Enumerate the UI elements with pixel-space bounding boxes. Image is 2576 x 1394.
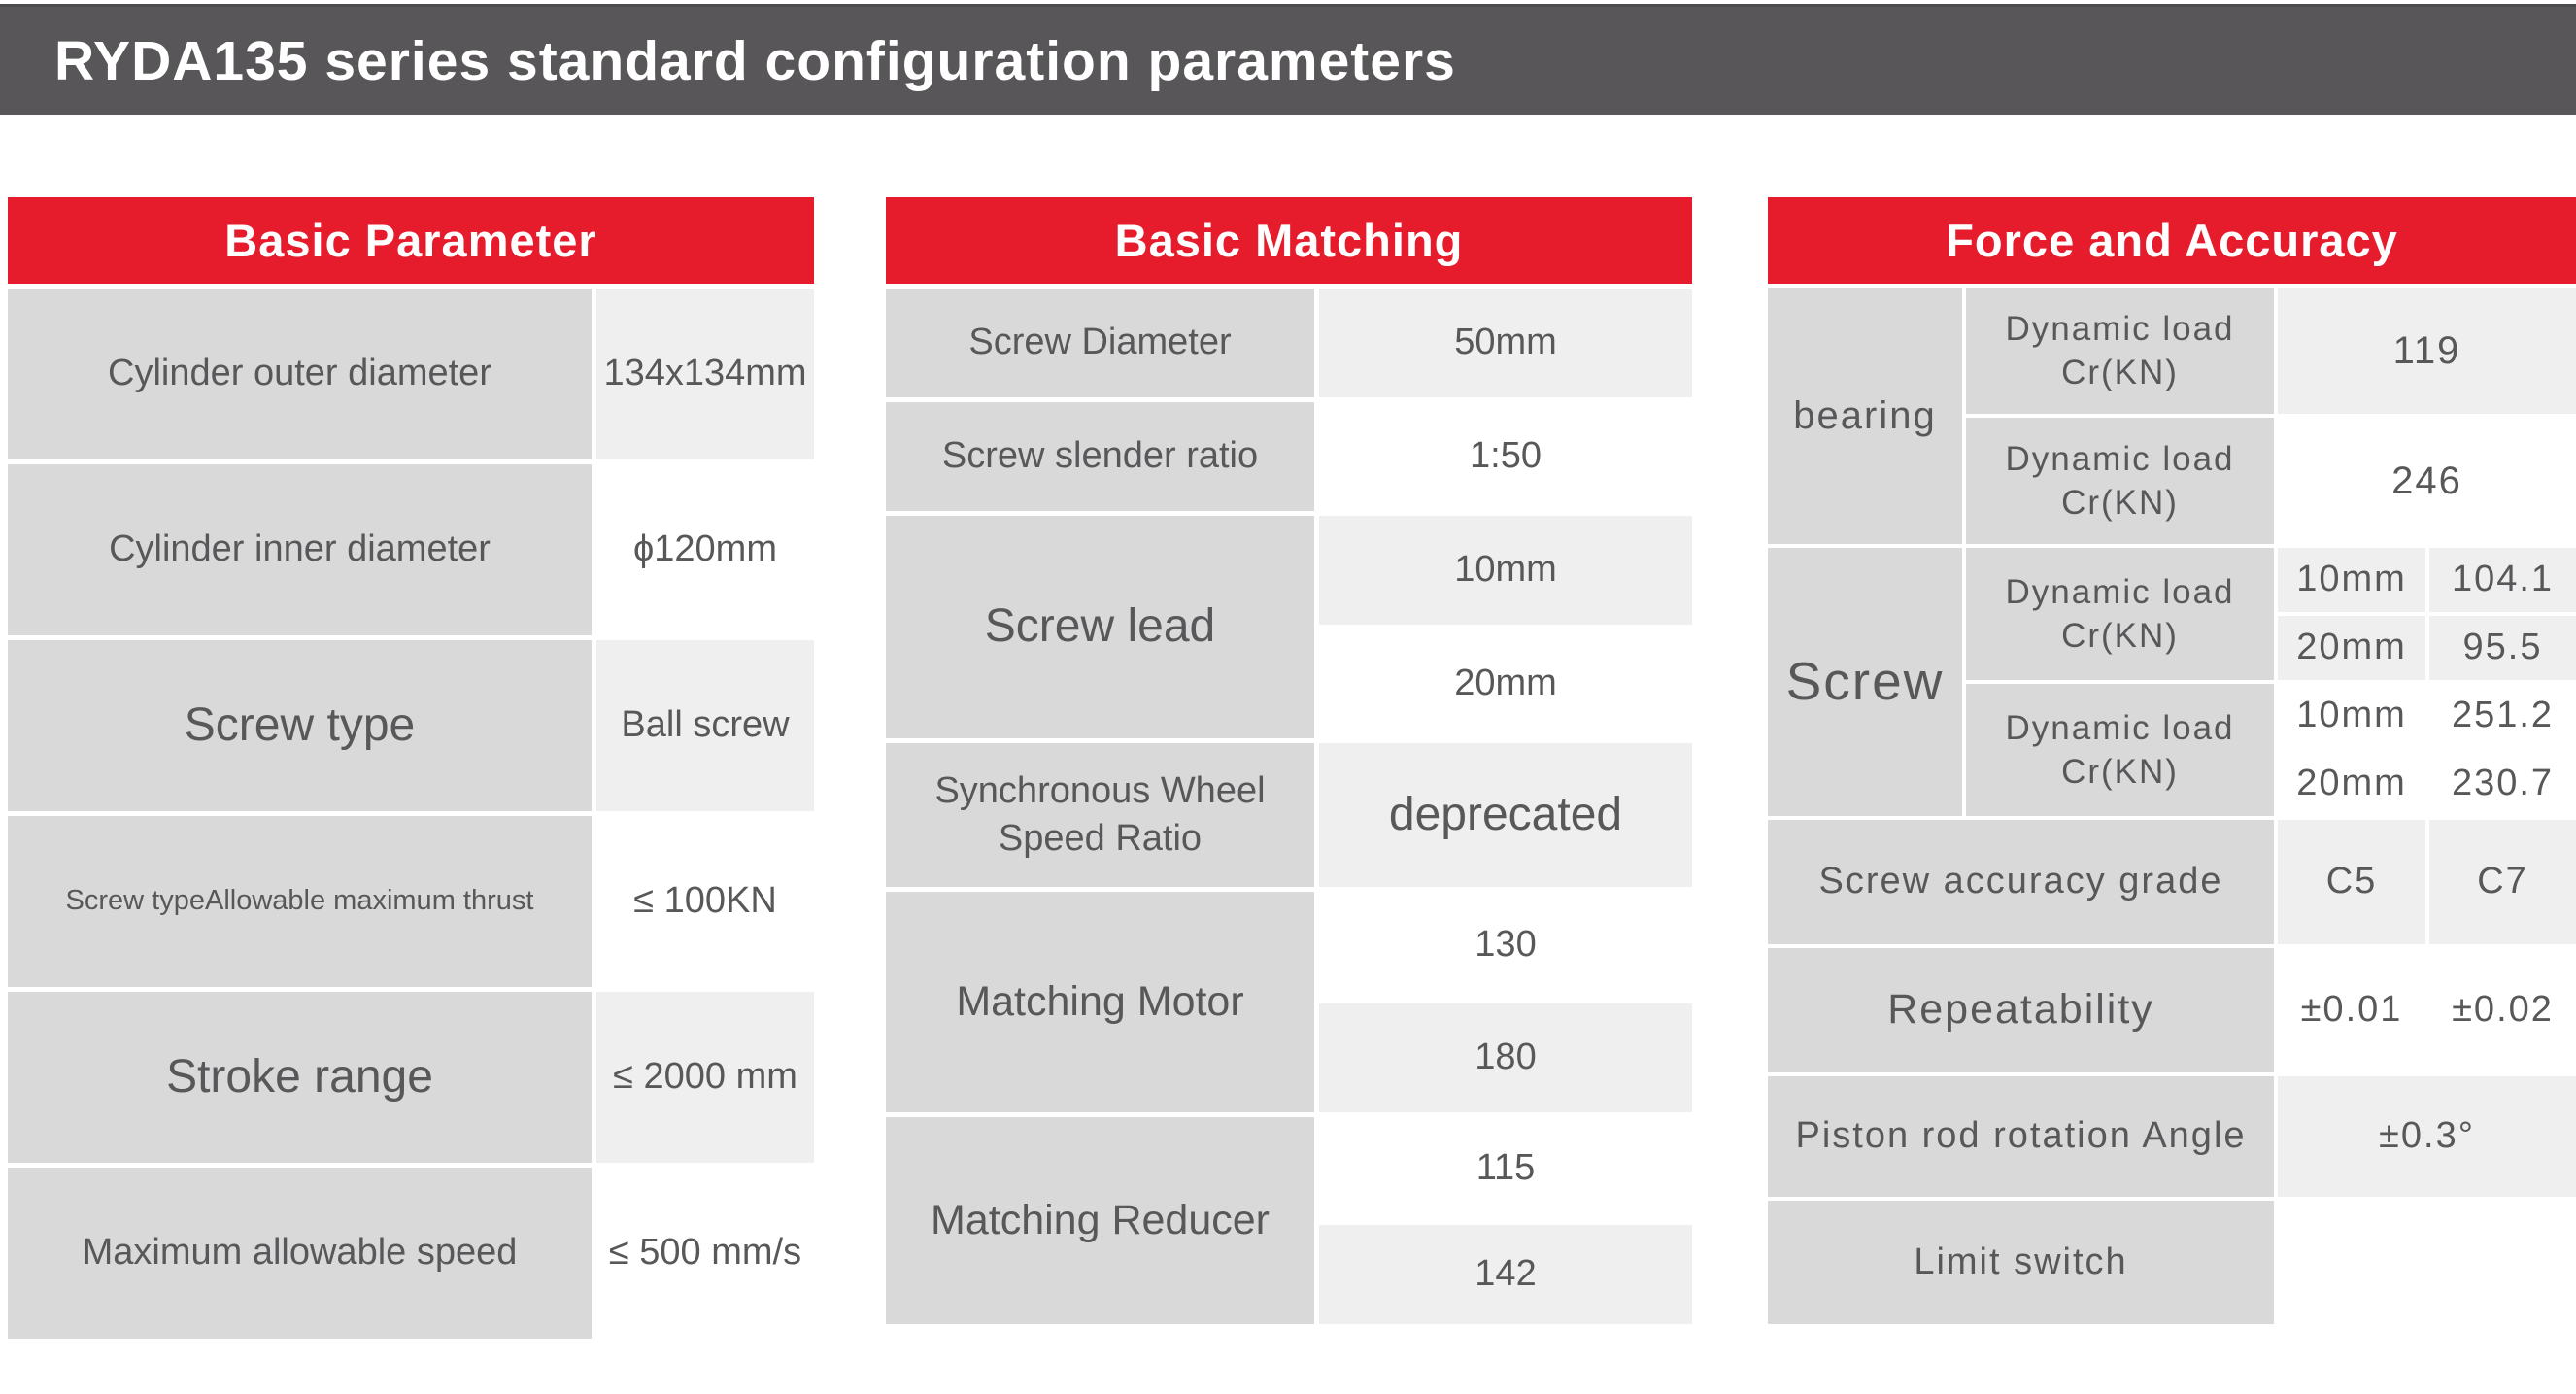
cylinder-inner-diameter-value: ϕ120mm <box>596 464 814 635</box>
screw-type-value: Ball screw <box>596 640 814 811</box>
synchronous-wheel-speed-ratio-value: deprecated <box>1319 743 1692 887</box>
screw-group-label: Screw <box>1768 548 1962 816</box>
screw-lead-10mm-label-2: 10mm <box>2278 684 2425 748</box>
limit-switch-value <box>2278 1201 2576 1324</box>
basic-matching-header: Basic Matching <box>886 197 1692 284</box>
bearing-dynamic-load-label-1: Dynamic load Cr(KN) <box>1966 288 2274 414</box>
matching-reducer-label: Matching Reducer <box>886 1117 1314 1324</box>
synchronous-wheel-speed-ratio-label: Synchronous Wheel Speed Ratio <box>886 743 1314 887</box>
allowable-maximum-thrust-value: ≤ 100KN <box>596 816 814 987</box>
screw-lead-value-10mm: 10mm <box>1319 516 1692 625</box>
screw-diameter-label: Screw Diameter <box>886 289 1314 397</box>
stroke-range-value: ≤ 2000 mm <box>596 992 814 1163</box>
matching-reducer-value-142: 142 <box>1319 1225 1692 1324</box>
maximum-allowable-speed-value: ≤ 500 mm/s <box>596 1168 814 1339</box>
cylinder-outer-diameter-label: Cylinder outer diameter <box>8 289 592 459</box>
screw-dynamic-load-95-5: 95.5 <box>2429 616 2576 680</box>
title-bar: RYDA135 series standard configuration pa… <box>0 4 2576 115</box>
screw-type-label: Screw type <box>8 640 592 811</box>
repeatability-value-c7: ±0.02 <box>2429 948 2576 1072</box>
screw-dynamic-load-label-2: Dynamic load Cr(KN) <box>1966 684 2274 816</box>
screw-lead-value-20mm: 20mm <box>1319 629 1692 738</box>
bearing-dynamic-load-value-2: 246 <box>2278 418 2576 544</box>
screw-dynamic-load-104-1: 104.1 <box>2429 548 2576 612</box>
piston-rod-rotation-angle-label: Piston rod rotation Angle <box>1768 1076 2274 1197</box>
screw-dynamic-load-label-1: Dynamic load Cr(KN) <box>1966 548 2274 680</box>
bearing-label: bearing <box>1768 288 1962 544</box>
screw-lead-label: Screw lead <box>886 516 1314 738</box>
screw-diameter-value: 50mm <box>1319 289 1692 397</box>
screw-accuracy-grade-c7: C7 <box>2429 820 2576 944</box>
cylinder-inner-diameter-label: Cylinder inner diameter <box>8 464 592 635</box>
piston-rod-rotation-angle-value: ±0.3° <box>2278 1076 2576 1197</box>
screw-dynamic-load-230-7: 230.7 <box>2429 752 2576 816</box>
screw-lead-10mm-label-1: 10mm <box>2278 548 2425 612</box>
screw-lead-20mm-label-2: 20mm <box>2278 752 2425 816</box>
matching-reducer-value-115: 115 <box>1319 1117 1692 1220</box>
screw-slender-ratio-label: Screw slender ratio <box>886 402 1314 511</box>
allowable-maximum-thrust-label: Screw typeAllowable maximum thrust <box>8 816 592 987</box>
screw-dynamic-load-251-2: 251.2 <box>2429 684 2576 748</box>
stroke-range-label: Stroke range <box>8 992 592 1163</box>
bearing-dynamic-load-value-1: 119 <box>2278 288 2576 414</box>
bearing-dynamic-load-label-2: Dynamic load Cr(KN) <box>1966 418 2274 544</box>
basic-parameter-table: Basic Parameter Cylinder outer diameter … <box>8 197 814 1339</box>
maximum-allowable-speed-label: Maximum allowable speed <box>8 1168 592 1339</box>
force-and-accuracy-table: Force and Accuracy bearing Dynamic load … <box>1768 197 2576 1324</box>
repeatability-label: Repeatability <box>1768 948 2274 1072</box>
matching-motor-label: Matching Motor <box>886 892 1314 1112</box>
screw-accuracy-grade-c5: C5 <box>2278 820 2425 944</box>
screw-slender-ratio-value: 1:50 <box>1319 402 1692 511</box>
page-title: RYDA135 series standard configuration pa… <box>54 29 1456 92</box>
screw-lead-20mm-label-1: 20mm <box>2278 616 2425 680</box>
basic-parameter-header: Basic Parameter <box>8 197 814 284</box>
matching-motor-value-130: 130 <box>1319 892 1692 999</box>
limit-switch-label: Limit switch <box>1768 1201 2274 1324</box>
basic-matching-table: Basic Matching Screw Diameter 50mm Screw… <box>886 197 1692 1324</box>
matching-motor-value-180: 180 <box>1319 1003 1692 1112</box>
screw-accuracy-grade-label: Screw accuracy grade <box>1768 820 2274 944</box>
force-and-accuracy-header: Force and Accuracy <box>1768 197 2576 284</box>
cylinder-outer-diameter-value: 134x134mm <box>596 289 814 459</box>
repeatability-value-c5: ±0.01 <box>2278 948 2425 1072</box>
